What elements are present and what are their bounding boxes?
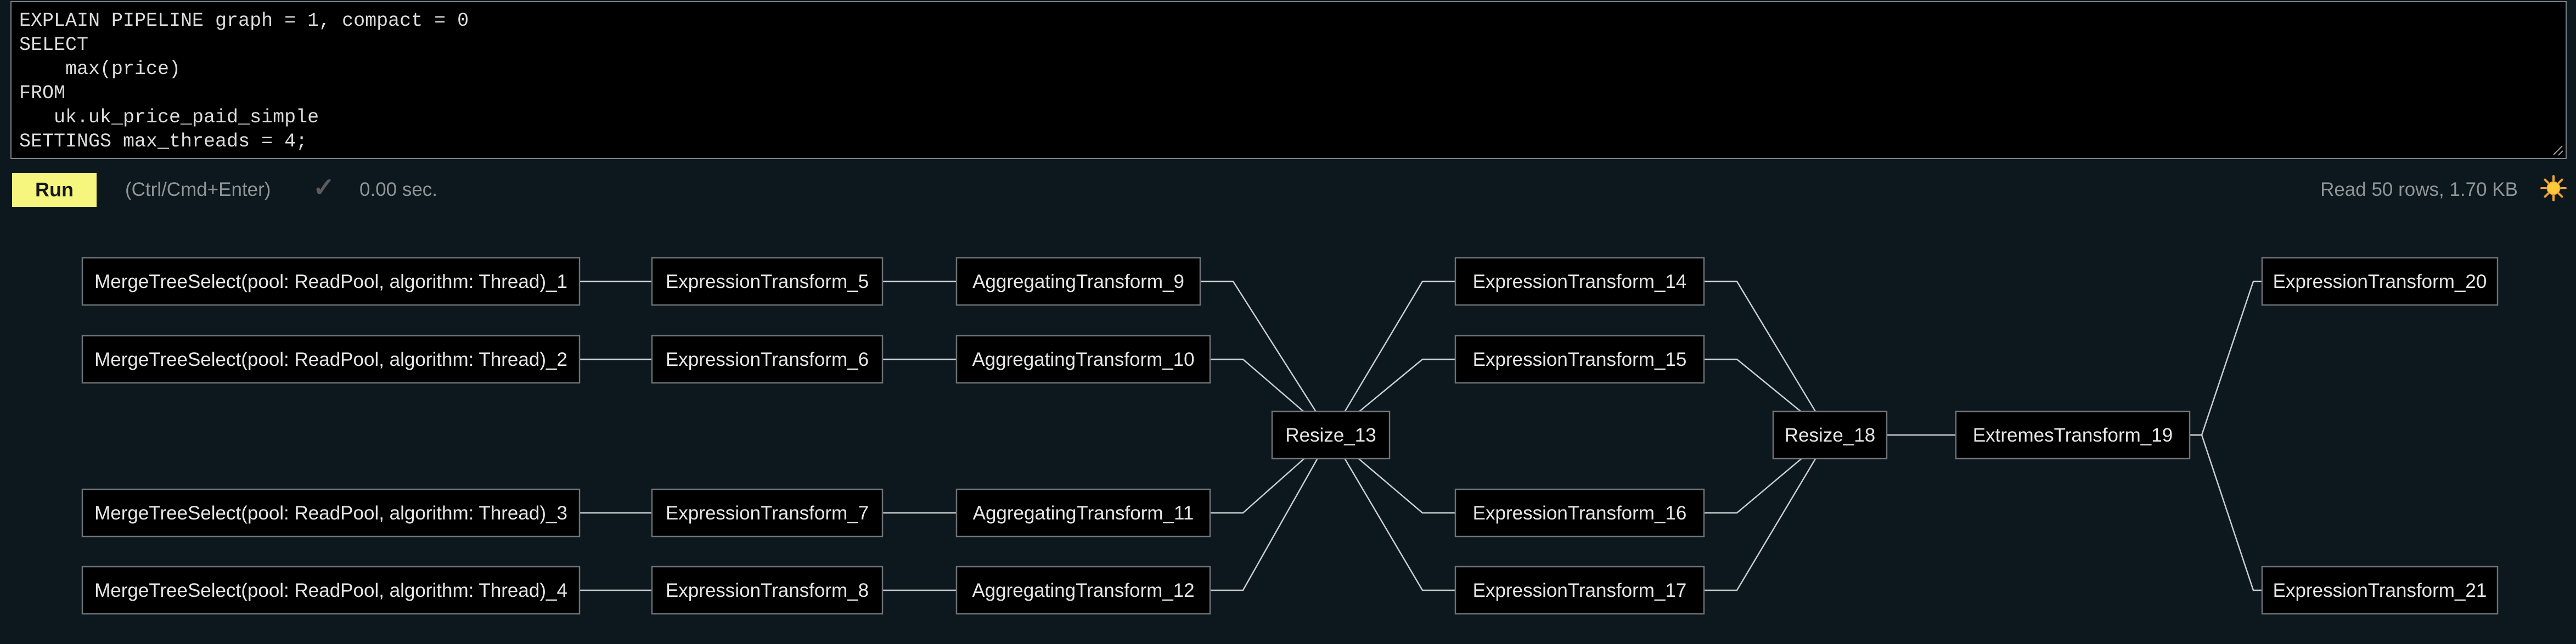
graph-edge	[2190, 280, 2262, 436]
graph-node-label: ExtremesTransform_19	[1973, 425, 2173, 446]
graph-node-ExpressionTransform_15: ExpressionTransform_15	[1454, 335, 1705, 384]
graph-node-box	[1772, 410, 1888, 460]
graph-node-label: ExpressionTransform_16	[1473, 502, 1687, 524]
graph-node-label: Resize_18	[1785, 425, 1875, 446]
graph-edge	[1330, 280, 1455, 436]
graph-node-Resize_13: Resize_13	[1271, 410, 1391, 460]
graph-node-MergeTreeSelect_3: MergeTreeSelect(pool: ReadPool, algorith…	[81, 488, 581, 538]
graph-node-AggregatingTransform_12: AggregatingTransform_12	[955, 566, 1211, 615]
graph-node-box	[81, 488, 581, 538]
graph-node-AggregatingTransform_10: AggregatingTransform_10	[955, 335, 1211, 384]
resize-grip-icon[interactable]	[2546, 138, 2564, 157]
toolbar: Run (Ctrl/Cmd+Enter) ✓ 0.00 sec. Read 50…	[0, 165, 2576, 219]
graph-node-label: Resize_13	[1285, 425, 1376, 446]
graph-node-MergeTreeSelect_2: MergeTreeSelect(pool: ReadPool, algorith…	[81, 335, 581, 384]
graph-node-box	[1271, 410, 1391, 460]
graph-node-label: ExpressionTransform_15	[1473, 349, 1687, 370]
graph-node-label: ExpressionTransform_14	[1473, 271, 1687, 292]
graph-node-ExpressionTransform_21: ExpressionTransform_21	[2261, 566, 2499, 615]
graph-node-ExtremesTransform_19: ExtremesTransform_19	[1955, 410, 2191, 460]
graph-node-ExpressionTransform_20: ExpressionTransform_20	[2261, 257, 2499, 306]
graph-edge	[1210, 434, 1331, 514]
graph-node-label: MergeTreeSelect(pool: ReadPool, algorith…	[94, 580, 567, 601]
graph-node-label: MergeTreeSelect(pool: ReadPool, algorith…	[94, 349, 567, 370]
graph-node-label: AggregatingTransform_10	[972, 349, 1194, 370]
graph-node-ExpressionTransform_16: ExpressionTransform_16	[1454, 488, 1705, 538]
graph-node-ExpressionTransform_14: ExpressionTransform_14	[1454, 257, 1705, 306]
graph-edge	[1330, 434, 1455, 514]
graph-edge	[2190, 434, 2262, 591]
graph-node-AggregatingTransform_11: AggregatingTransform_11	[955, 488, 1211, 538]
graph-node-label: AggregatingTransform_11	[973, 502, 1194, 524]
graph-node-label: ExpressionTransform_21	[2273, 580, 2487, 601]
graph-edge	[1330, 358, 1455, 436]
graph-node-label: ExpressionTransform_7	[666, 502, 869, 524]
graph-node-box	[1955, 410, 2191, 460]
graph-node-label: ExpressionTransform_6	[666, 349, 869, 370]
elapsed-time: 0.00 sec.	[359, 179, 438, 200]
graph-node-box	[1454, 335, 1705, 384]
graph-node-box	[955, 257, 1201, 306]
shortcut-hint: (Ctrl/Cmd+Enter)	[125, 179, 271, 200]
graph-node-label: AggregatingTransform_9	[972, 271, 1184, 292]
graph-edge	[1210, 358, 1331, 436]
graph-node-ExpressionTransform_5: ExpressionTransform_5	[651, 257, 884, 306]
graph-node-box	[1454, 488, 1705, 538]
graph-node-label: MergeTreeSelect(pool: ReadPool, algorith…	[94, 502, 567, 524]
graph-node-box	[1454, 566, 1705, 615]
graph-node-ExpressionTransform_8: ExpressionTransform_8	[651, 566, 884, 615]
graph-edge	[1200, 280, 1332, 436]
graph-edge	[1704, 434, 1830, 514]
graph-node-box	[81, 566, 581, 615]
graph-edge	[1330, 434, 1455, 591]
graph-node-box	[81, 257, 581, 306]
graph-node-AggregatingTransform_9: AggregatingTransform_9	[955, 257, 1201, 306]
query-editor[interactable]: EXPLAIN PIPELINE graph = 1, compact = 0 …	[10, 1, 2567, 159]
graph-node-ExpressionTransform_7: ExpressionTransform_7	[651, 488, 884, 538]
graph-node-box	[651, 488, 884, 538]
success-check-icon: ✓	[313, 173, 335, 202]
graph-node-label: ExpressionTransform_17	[1473, 580, 1687, 601]
graph-edge	[1704, 358, 1830, 436]
graph-node-Resize_18: Resize_18	[1772, 410, 1888, 460]
graph-node-label: ExpressionTransform_8	[666, 580, 869, 601]
run-button[interactable]: Run	[12, 173, 97, 207]
graph-node-box	[2261, 566, 2499, 615]
graph-node-box	[651, 335, 884, 384]
graph-node-box	[955, 335, 1211, 384]
graph-node-box	[955, 566, 1211, 615]
graph-node-box	[651, 566, 884, 615]
graph-node-box	[651, 257, 884, 306]
graph-edge	[1704, 434, 1831, 591]
graph-node-label: ExpressionTransform_5	[666, 271, 869, 292]
graph-edge	[1210, 434, 1332, 591]
graph-node-MergeTreeSelect_1: MergeTreeSelect(pool: ReadPool, algorith…	[81, 257, 581, 306]
theme-toggle-sun-icon[interactable]	[2540, 174, 2567, 202]
graph-node-box	[2261, 257, 2499, 306]
graph-node-ExpressionTransform_6: ExpressionTransform_6	[651, 335, 884, 384]
graph-edge	[1704, 280, 1831, 436]
graph-node-label: MergeTreeSelect(pool: ReadPool, algorith…	[94, 271, 567, 292]
graph-node-label: ExpressionTransform_20	[2273, 271, 2487, 292]
graph-node-ExpressionTransform_17: ExpressionTransform_17	[1454, 566, 1705, 615]
query-stats: Read 50 rows, 1.70 KB	[2320, 179, 2518, 200]
query-editor-text: EXPLAIN PIPELINE graph = 1, compact = 0 …	[19, 10, 469, 152]
graph-node-box	[81, 335, 581, 384]
graph-node-MergeTreeSelect_4: MergeTreeSelect(pool: ReadPool, algorith…	[81, 566, 581, 615]
graph-node-label: AggregatingTransform_12	[972, 580, 1194, 601]
graph-node-box	[955, 488, 1211, 538]
graph-node-box	[1454, 257, 1705, 306]
